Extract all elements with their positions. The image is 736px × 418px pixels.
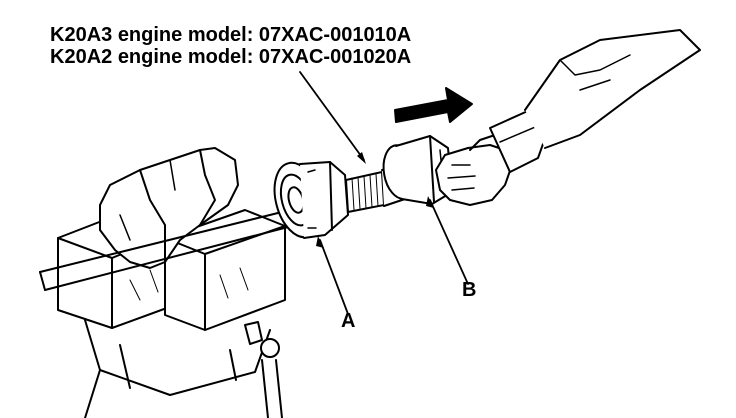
leader-lines <box>299 71 469 315</box>
leader-caption-arrowhead-icon <box>357 152 366 164</box>
technician-hand <box>435 29 701 206</box>
driveshaft <box>39 209 293 291</box>
cv-joint-a <box>273 161 349 239</box>
pull-direction-arrow-icon <box>394 87 473 123</box>
caption-k20a2: K20A2 engine model: 07XAC-001020A <box>50 46 412 68</box>
caption-k20a3: K20A3 engine model: 07XAC-001010A <box>50 24 412 46</box>
callout-label-b: B <box>462 279 477 301</box>
leader-b <box>429 199 469 285</box>
leader-caption <box>299 71 365 161</box>
callout-label-a: A <box>341 310 356 332</box>
leader-b-arrowhead-icon <box>426 196 434 208</box>
leader-a-arrowhead-icon <box>316 236 324 248</box>
shop-rag <box>99 147 239 269</box>
leader-a <box>319 239 349 315</box>
